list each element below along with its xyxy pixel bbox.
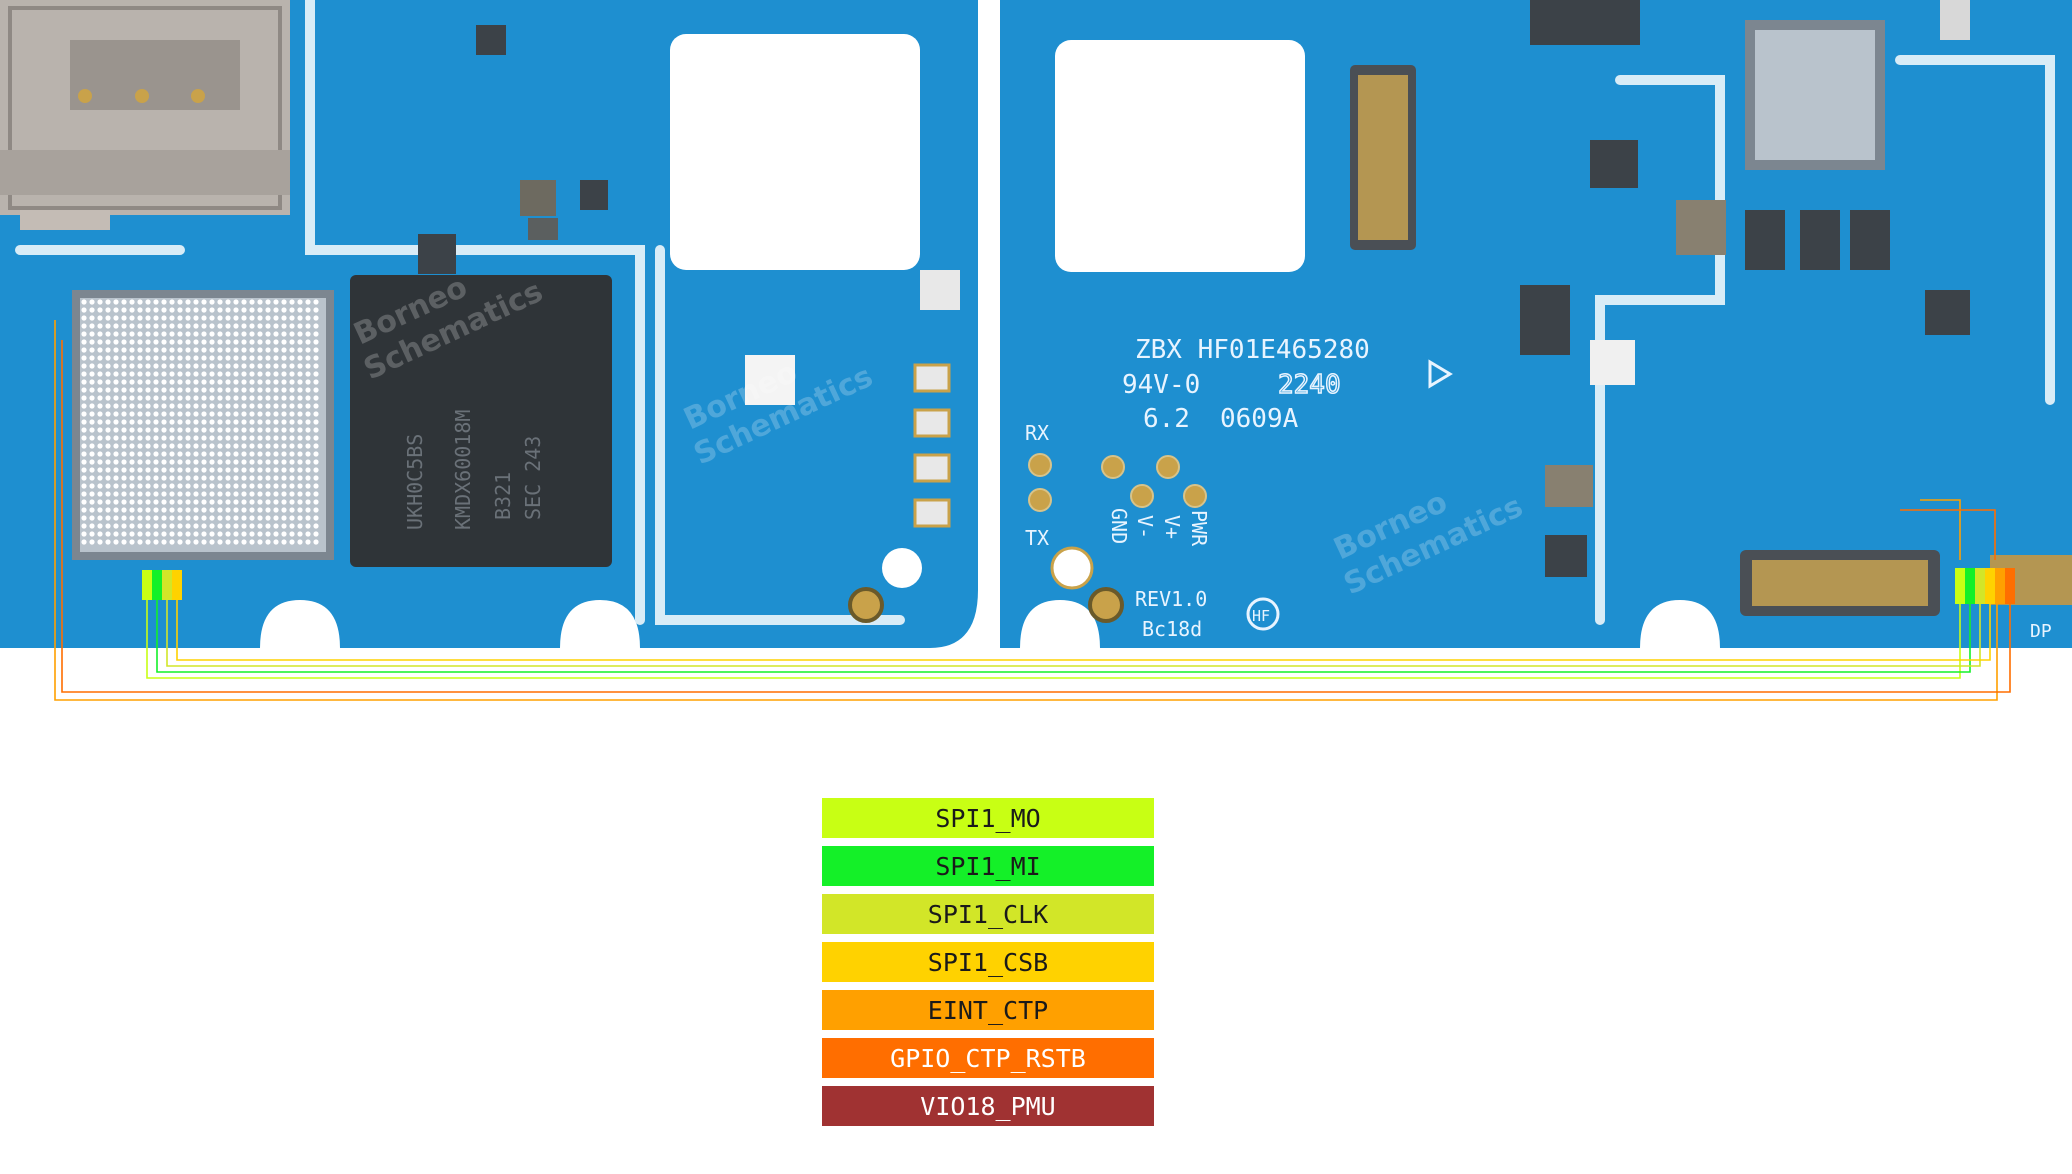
net-routes <box>54 320 2011 701</box>
hf-logo-text: HF <box>1252 607 1270 625</box>
right-highlight-pads <box>1955 568 2015 604</box>
left-test-pads <box>848 363 951 623</box>
bga-ball-grid <box>81 299 319 545</box>
board-marking-2: 94V-0 <box>1122 370 1200 400</box>
memory-chip-line3: B321 <box>491 472 515 520</box>
right-silkscreen: ZBX HF01E465280 94V-0 2240 6.2 0609A RX … <box>1025 335 2052 642</box>
v-minus-label: V- <box>1133 515 1157 539</box>
gnd-label: GND <box>1107 508 1131 544</box>
code-label: Bc18d <box>1142 617 1202 641</box>
rx-label: RX <box>1025 421 1049 445</box>
v-plus-label: V+ <box>1160 515 1184 539</box>
legend-item-spi1-mi: SPI1_MI <box>822 846 1154 886</box>
memory-chip: KMDX60018M UKH0C5BS SEC 243 B321 <box>350 275 612 567</box>
top-connector <box>1350 65 1416 250</box>
dp-label: DP <box>2030 621 2052 642</box>
legend-item-spi1-mo: SPI1_MO <box>822 798 1154 838</box>
legend-item-eint-ctp: EINT_CTP <box>822 990 1154 1030</box>
legend-item-vio18-pmu: VIO18_PMU <box>822 1086 1154 1126</box>
board-edge-rails <box>15 0 2055 625</box>
left-cutout <box>670 34 920 270</box>
board-marking-4: 6.2 <box>1143 404 1190 434</box>
bottom-connector <box>1740 550 2072 616</box>
memory-chip-line2: SEC 243 <box>521 436 545 520</box>
board-marking-5: 0609A <box>1220 404 1299 434</box>
legend-item-spi1-csb: SPI1_CSB <box>822 942 1154 982</box>
test-points <box>1028 453 1207 623</box>
memory-chip-line4: UKH0C5BS <box>403 434 427 530</box>
rev-label: REV1.0 <box>1135 587 1207 611</box>
board-marking-1: ZBX HF01E465280 <box>1135 335 1370 365</box>
legend-item-gpio-ctp-rstb: GPIO_CTP_RSTB <box>822 1038 1154 1078</box>
pwr-label: PWR <box>1187 510 1211 547</box>
legend-item-spi1-clk: SPI1_CLK <box>822 894 1154 934</box>
left-highlight-pads <box>142 570 182 600</box>
right-cutout <box>1055 40 1305 272</box>
memory-chip-line1: KMDX60018M <box>451 410 475 530</box>
left-components <box>418 25 960 405</box>
right-components <box>1520 0 1970 577</box>
sim-tray <box>0 0 290 230</box>
board-marking-3: 2240 <box>1278 370 1341 400</box>
tx-label: TX <box>1025 526 1049 550</box>
